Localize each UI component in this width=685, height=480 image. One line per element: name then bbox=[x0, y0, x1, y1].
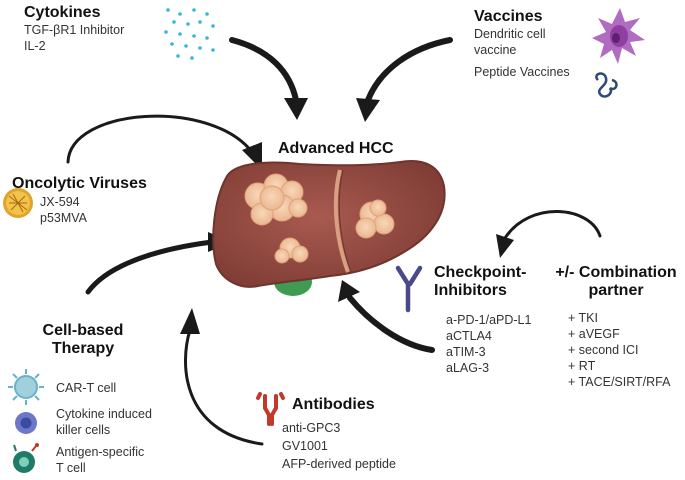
vaccines-heading: Vaccines bbox=[474, 8, 543, 25]
vaccines-item: Dendritic cell bbox=[474, 27, 546, 41]
tumor-small bbox=[274, 237, 309, 264]
checkpoint-heading-line2: Inhibitors bbox=[434, 282, 507, 299]
cellbased-heading-line1: Cell-based bbox=[42, 322, 124, 339]
arrow-antibodies bbox=[184, 328, 264, 446]
vaccines-item: Peptide Vaccines bbox=[474, 65, 570, 79]
antibodies-heading-group: Antibodies bbox=[292, 396, 375, 414]
car-t-cell-icon bbox=[8, 369, 44, 405]
combination-heading-line2: partner bbox=[588, 282, 644, 299]
cytokine-dots-icon bbox=[164, 8, 215, 60]
combination-item: + TACE/SIRT/RFA bbox=[568, 375, 671, 389]
liver-ligament bbox=[333, 169, 350, 273]
antibodies-item: anti-GPC3 bbox=[282, 421, 341, 435]
combination-item: + TKI bbox=[568, 311, 598, 325]
cellbased-heading-group: Cell-based Therapy bbox=[28, 322, 138, 358]
cytokines-item: IL-2 bbox=[24, 39, 46, 53]
vaccines-item: vaccine bbox=[474, 43, 517, 57]
cellbased-item: Cytokine induced bbox=[56, 407, 152, 421]
arrowhead-cytokines bbox=[284, 98, 308, 120]
checkpoint-item: aCTLA4 bbox=[446, 329, 492, 343]
combination-heading-group: +/- Combination partner bbox=[546, 264, 685, 300]
arrowhead-combination bbox=[496, 234, 514, 258]
oncolytic-item: JX-594 bbox=[40, 195, 80, 209]
arrowhead-checkpoint bbox=[338, 280, 360, 302]
cellbased-item: Antigen-specific bbox=[56, 445, 145, 459]
liver-illustration bbox=[212, 160, 446, 296]
antibodies-heading: Antibodies bbox=[292, 396, 375, 413]
arrow-oncolytic bbox=[66, 114, 254, 164]
antibodies-item: GV1001 bbox=[282, 439, 328, 453]
antibody-icon bbox=[256, 392, 285, 426]
checkpoint-items: a-PD-1/aPD-L1 aCTLA4 aTIM-3 aLAG-3 bbox=[446, 312, 531, 376]
antibodies-items: anti-GPC3 GV1001 AFP-derived peptide bbox=[282, 420, 396, 472]
virus-icon bbox=[3, 188, 33, 218]
vaccines-group: Vaccines Dendritic cell vaccine Peptide … bbox=[474, 8, 570, 80]
combination-items: + TKI + aVEGF + second ICI + RT + TACE/S… bbox=[568, 310, 670, 390]
checkpoint-item: aTIM-3 bbox=[446, 345, 486, 359]
checkpoint-heading-group: Checkpoint- Inhibitors bbox=[434, 264, 526, 300]
cytokines-item: TGF-βR1 Inhibitor bbox=[24, 23, 125, 37]
liver-body bbox=[212, 160, 446, 288]
cellbased-item: CAR-T cell bbox=[56, 381, 117, 395]
combination-item: + aVEGF bbox=[568, 327, 620, 341]
oncolytic-heading: Oncolytic Viruses bbox=[12, 175, 147, 192]
arrows bbox=[66, 37, 602, 446]
checkpoint-item: a-PD-1/aPD-L1 bbox=[446, 313, 532, 327]
nk-cell-icon bbox=[15, 412, 37, 434]
arrow-cellbased bbox=[85, 239, 215, 295]
arrow-vaccines bbox=[365, 37, 453, 103]
checkpoint-receptor-icon bbox=[395, 265, 423, 313]
t-cell-icon bbox=[13, 443, 39, 473]
arrow-checkpoint bbox=[347, 295, 435, 353]
peptide-icon bbox=[595, 72, 618, 98]
oncolytic-item: p53MVA bbox=[40, 211, 88, 225]
cellbased-item: killer cells bbox=[56, 423, 111, 437]
liver-ligament-shadow bbox=[338, 169, 352, 273]
cytokines-heading: Cytokines bbox=[24, 4, 101, 21]
tumor-large bbox=[244, 173, 308, 226]
combination-item: + second ICI bbox=[568, 343, 639, 357]
cellbased-heading-line2: Therapy bbox=[51, 340, 115, 357]
tumor-right bbox=[355, 199, 395, 239]
cytokines-group: Cytokines TGF-βR1 Inhibitor IL-2 bbox=[24, 4, 124, 54]
combination-heading-line1: +/- Combination bbox=[555, 264, 677, 281]
antibodies-item: AFP-derived peptide bbox=[282, 457, 396, 471]
dendritic-cell-icon bbox=[592, 8, 645, 64]
cellbased-item: T cell bbox=[56, 461, 86, 475]
diagram-title: Advanced HCC bbox=[278, 140, 394, 157]
arrow-cytokines bbox=[229, 37, 299, 103]
arrow-combination bbox=[503, 210, 602, 240]
cellbased-items: CAR-T cell Cytokine induced killer cells… bbox=[56, 380, 152, 476]
checkpoint-item: aLAG-3 bbox=[446, 361, 490, 375]
oncolytic-items: JX-594 p53MVA bbox=[40, 194, 87, 226]
arrowhead-antibodies bbox=[180, 308, 200, 334]
checkpoint-heading-line1: Checkpoint- bbox=[434, 264, 527, 281]
combination-item: + RT bbox=[568, 359, 596, 373]
oncolytic-group: Oncolytic Viruses bbox=[12, 175, 147, 193]
arrowhead-vaccines bbox=[356, 98, 380, 122]
